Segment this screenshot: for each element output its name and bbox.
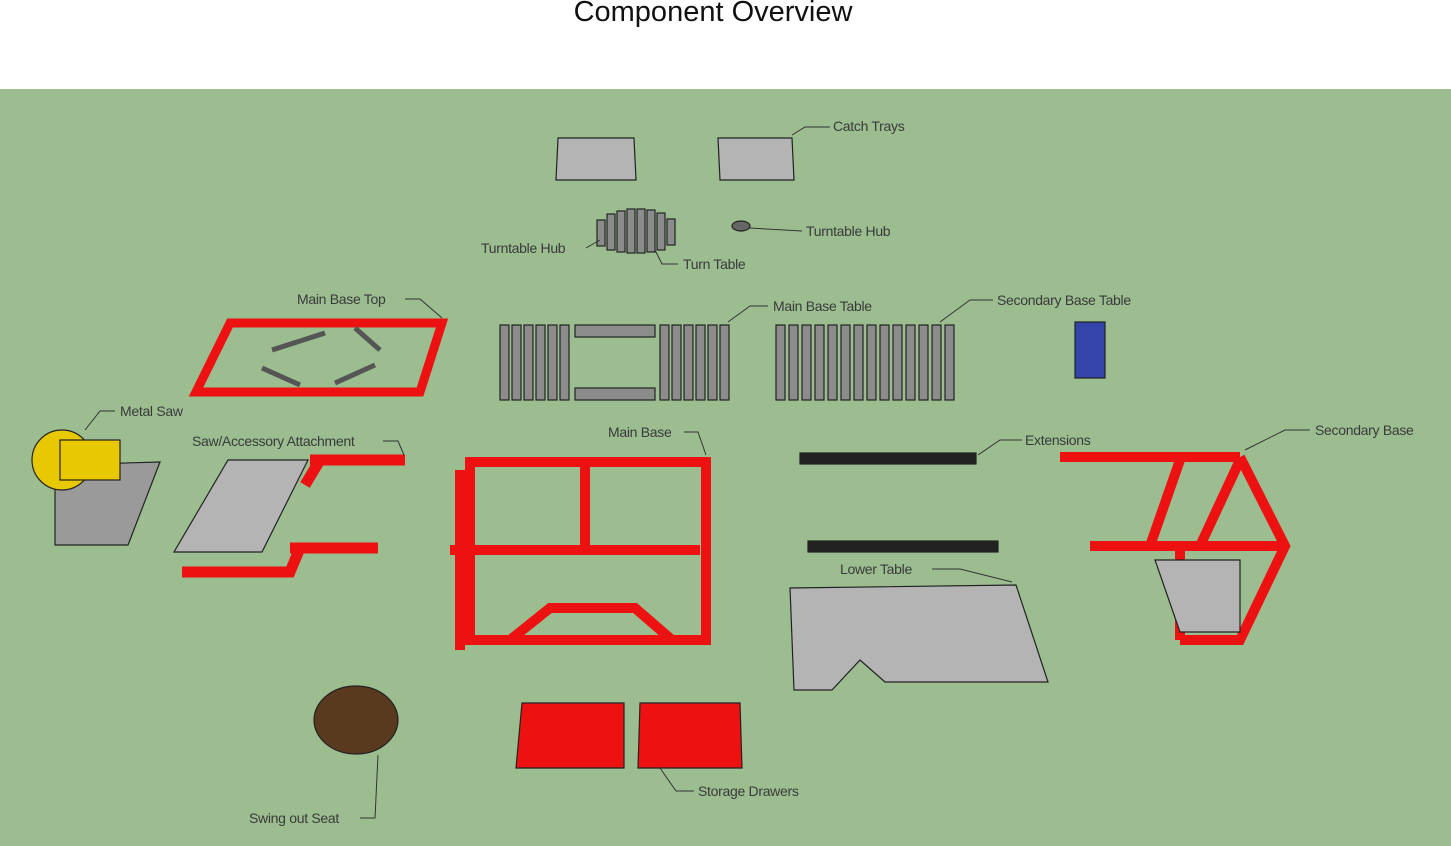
label-turntable-hub-right: Turntable Hub	[806, 223, 891, 239]
page-title: Component Overview	[573, 0, 853, 28]
main-base-table	[499, 324, 730, 401]
component-diagram: Catch Trays Turntable Hub Turntable Hub …	[0, 89, 1451, 846]
label-main-base-table: Main Base Table	[773, 298, 872, 314]
label-storage-drawers: Storage Drawers	[698, 783, 799, 799]
main-base-top	[188, 318, 449, 397]
label-main-base-top: Main Base Top	[297, 291, 386, 307]
label-turn-table: Turn Table	[683, 256, 746, 272]
secondary-base-table	[775, 324, 955, 401]
label-main-base: Main Base	[608, 424, 672, 440]
catch-tray-left	[555, 137, 637, 181]
label-lower-table: Lower Table	[840, 561, 912, 577]
label-metal-saw: Metal Saw	[120, 403, 183, 419]
label-saw-accessory-attachment: Saw/Accessory Attachment	[192, 433, 355, 449]
label-catch-trays: Catch Trays	[833, 118, 905, 134]
secondary-base	[1060, 452, 1291, 645]
label-secondary-base-table: Secondary Base Table	[997, 292, 1131, 308]
saw-attachment-plate	[172, 459, 309, 553]
turntable-hub-part	[731, 220, 751, 232]
storage-drawer-right	[637, 702, 743, 769]
vise	[1074, 321, 1106, 379]
extension-upper	[799, 452, 977, 465]
label-swing-out-seat: Swing out Seat	[249, 810, 339, 826]
turn-table	[596, 208, 676, 254]
swing-out-seat	[313, 685, 399, 755]
diagram-drawing	[31, 126, 1310, 819]
catch-tray-right	[717, 137, 795, 181]
label-secondary-base: Secondary Base	[1315, 422, 1414, 438]
label-extensions: Extensions	[1025, 432, 1091, 448]
metal-saw	[31, 429, 161, 546]
lower-table	[789, 584, 1049, 691]
storage-drawer-left	[515, 702, 625, 769]
label-turntable-hub-left: Turntable Hub	[481, 240, 566, 256]
extension-lower	[807, 540, 999, 553]
main-base	[450, 457, 711, 650]
